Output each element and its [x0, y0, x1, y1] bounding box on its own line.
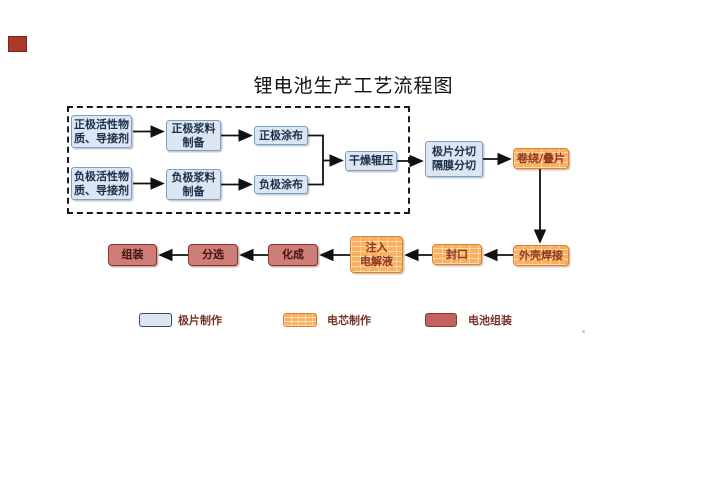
node-pos-slurry: 正极浆料 制备	[166, 120, 221, 151]
node-sorting: 分选	[188, 244, 238, 266]
node-label: 负极浆料 制备	[171, 170, 216, 198]
legend-swatch-assembly	[425, 313, 457, 327]
legend-swatch-cell	[283, 313, 317, 327]
node-label: 正极涂布	[259, 128, 303, 142]
node-label: 封口	[446, 247, 468, 261]
node-pos-coating: 正极涂布	[254, 126, 308, 145]
node-neg-material: 负极活性物 质、导接剂	[71, 167, 132, 200]
node-sealing: 封口	[432, 244, 482, 265]
node-case-welding: 外壳焊接	[513, 245, 569, 266]
node-label: 负极活性物 质、导接剂	[74, 169, 129, 197]
node-electrolyte-filling: 注入 电解液	[350, 236, 403, 273]
node-neg-coating: 负极涂布	[254, 175, 308, 194]
page-title: 锂电池生产工艺流程图	[253, 75, 454, 97]
legend-label-cell: 电芯制作	[327, 314, 371, 327]
node-pos-material: 正极活性物 质、导接剂	[71, 115, 132, 148]
red-corner-marker	[8, 36, 27, 52]
node-winding-stacking: 卷绕/叠片	[513, 148, 569, 169]
node-label: 组装	[121, 248, 144, 262]
node-slitting: 极片分切 隔膜分切	[425, 141, 483, 177]
node-label: 正极活性物 质、导接剂	[74, 117, 129, 145]
node-assembly: 组装	[108, 244, 157, 266]
electrode-stage-dashed-outline	[67, 106, 410, 214]
legend-label-assembly: 电池组装	[468, 314, 512, 327]
node-label: 极片分切 隔膜分切	[432, 145, 476, 172]
node-label: 卷绕/叠片	[516, 151, 566, 165]
node-drying-rolling: 干燥辊压	[345, 151, 397, 171]
node-label: 外壳焊接	[519, 248, 563, 262]
node-neg-slurry: 负极浆料 制备	[166, 169, 221, 200]
stray-speck	[582, 330, 585, 333]
node-label: 注入 电解液	[360, 240, 393, 268]
node-label: 分选	[202, 248, 224, 262]
node-label: 干燥辊压	[349, 154, 393, 168]
node-label: 负极涂布	[259, 177, 303, 191]
legend-swatch-electrode	[139, 313, 172, 327]
node-label: 正极浆料 制备	[171, 121, 216, 149]
legend-label-electrode: 极片制作	[178, 314, 222, 327]
node-formation: 化成	[268, 244, 318, 266]
node-label: 化成	[282, 248, 304, 262]
